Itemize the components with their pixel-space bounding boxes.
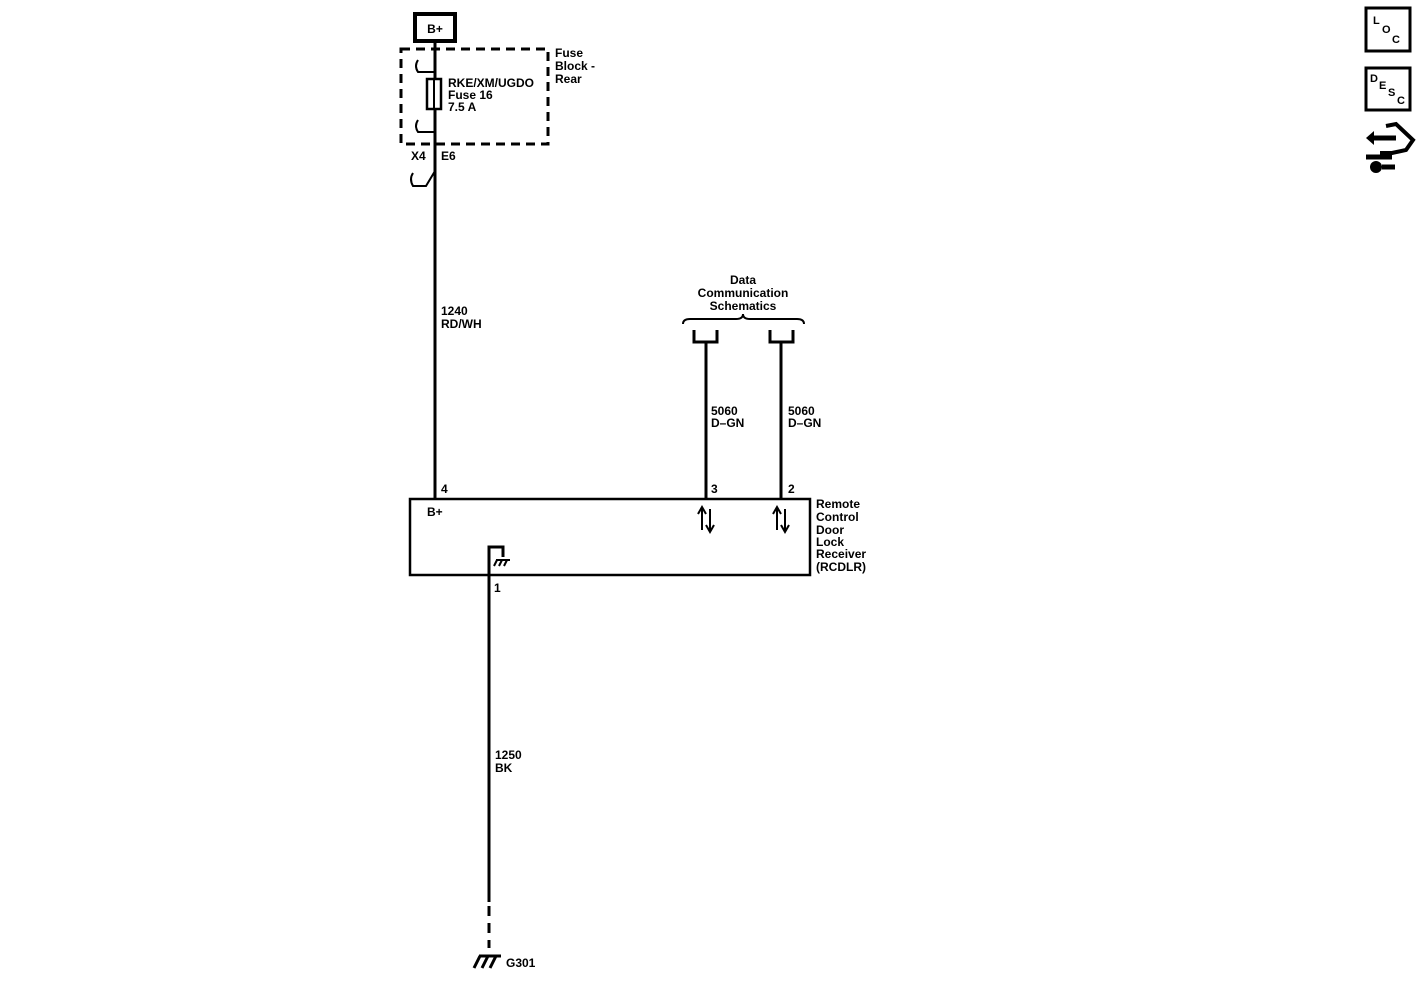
loc-icon[interactable]: L O C	[1364, 6, 1412, 53]
wire-1240-circuit: 1240	[441, 304, 468, 318]
wire-5060-pin2-circuit: 5060	[788, 404, 815, 418]
svg-text:S: S	[1388, 87, 1395, 99]
fuse-block-connector-top	[415, 59, 434, 73]
pin-2-label: 2	[788, 482, 795, 496]
wire-5060-pin2-color: D–GN	[788, 416, 821, 430]
chassis-ground-icon	[472, 954, 501, 969]
module-bplus-label: B+	[427, 505, 443, 519]
pin-1-label: 1	[494, 581, 501, 595]
connector-x4-e6: X4 E6	[410, 149, 456, 187]
data-comm-brace	[682, 313, 805, 325]
ground-g301-label: G301	[506, 956, 536, 970]
wire-1250-color: BK	[495, 761, 513, 775]
data-comm-line-1: Data	[730, 273, 756, 287]
desc-icon[interactable]: D E S C	[1364, 66, 1412, 112]
data-communication-reference: Data Communication Schematics	[682, 273, 805, 344]
pin-3-label: 3	[711, 482, 718, 496]
connector-x4-label: X4	[411, 149, 426, 163]
serial-data-arrow-pin3	[697, 504, 715, 535]
fuse-block-connector-bottom	[415, 119, 434, 133]
fuse-block-name-line-1: Fuse	[555, 46, 583, 60]
connector-pin-icon[interactable]	[1366, 121, 1416, 173]
wire-1250-circuit: 1250	[495, 748, 522, 762]
terminal-e6-label: E6	[441, 149, 456, 163]
fuse-name-line-2: Fuse 16	[448, 88, 493, 102]
rcdlr-module: B+ Remote Control Door Lock Receiver (RC…	[408, 497, 866, 577]
module-name-line-6: (RCDLR)	[816, 560, 866, 574]
module-name-line-3: Door	[816, 523, 844, 537]
fuse-name-line-3: 7.5 A	[448, 100, 477, 114]
battery-positive-source: B+	[413, 12, 457, 43]
svg-text:C: C	[1392, 34, 1400, 46]
svg-text:C: C	[1397, 95, 1405, 107]
svg-text:O: O	[1382, 24, 1391, 36]
svg-text:L: L	[1373, 15, 1380, 27]
svg-text:E: E	[1379, 80, 1386, 92]
wire-5060-pin3-color: D–GN	[711, 416, 744, 430]
fuse-block-rear: Fuse Block - Rear RKE/XM/UGDO Fuse 16 7.…	[399, 46, 595, 146]
bplus-label: B+	[427, 22, 443, 36]
fuse-block-name-line-2: Block -	[555, 59, 595, 73]
module-name-line-5: Receiver	[816, 547, 866, 561]
wire-5060-pin3-circuit: 5060	[711, 404, 738, 418]
wire-1240-color: RD/WH	[441, 317, 482, 331]
svg-text:D: D	[1370, 73, 1378, 85]
serial-data-arrow-pin2	[772, 504, 790, 535]
module-name-line-4: Lock	[816, 535, 844, 549]
pin-4-label: 4	[441, 482, 448, 496]
fuse-block-name-line-3: Rear	[555, 72, 582, 86]
module-name-line-2: Control	[816, 510, 859, 524]
internal-ground-icon	[487, 545, 510, 576]
data-comm-line-3: Schematics	[710, 299, 777, 313]
data-comm-line-2: Communication	[698, 286, 789, 300]
fuse-name-line-1: RKE/XM/UGDO	[448, 76, 534, 90]
module-name-line-1: Remote	[816, 497, 860, 511]
